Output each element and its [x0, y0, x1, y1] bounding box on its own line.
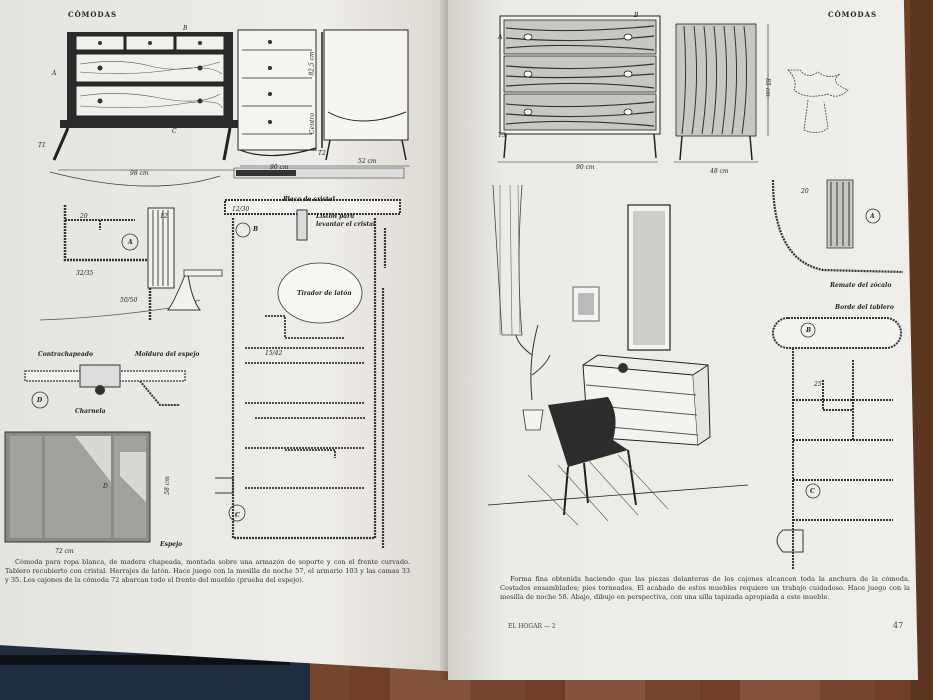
- label-contrachapeado: Contrachapeado: [38, 351, 93, 358]
- label-b-top: B: [634, 12, 639, 19]
- page-number: 47: [893, 621, 904, 630]
- label-height-85: 85 cm: [763, 78, 771, 97]
- label-dim-32-35: 32/35: [76, 270, 94, 277]
- detail-d-drawing: [24, 364, 186, 409]
- dresser-front-elevation: [49, 29, 410, 187]
- label-detail-c-left: C: [235, 512, 240, 519]
- label-t2: T2: [318, 150, 326, 157]
- detail-a-drawing: [39, 205, 201, 321]
- label-width-72: 72 cm: [55, 548, 74, 555]
- right-page-footer: EL HOGAR — 2: [508, 623, 556, 630]
- label-centro: Centro: [308, 113, 316, 134]
- label-width-98: 98 cm: [130, 170, 149, 177]
- label-borde: Borde del tablero: [835, 304, 894, 311]
- label-dim-25: 25: [814, 381, 822, 388]
- mirror-drawing: [4, 431, 151, 543]
- label-detail-b-right: B: [806, 327, 812, 334]
- label-height-82: 82,5 cm: [308, 51, 316, 76]
- label-placa-cristal: Placa de cristal: [283, 196, 335, 203]
- label-detail-a-right: A: [870, 213, 875, 220]
- label-width-90-right: 90 cm: [576, 164, 595, 171]
- label-dim-20-right: 20: [801, 188, 809, 195]
- label-dim-50-50: 50/50: [120, 297, 138, 304]
- label-detail-c-right: C: [810, 488, 815, 495]
- left-page-header: CÓMODAS: [68, 10, 118, 19]
- label-depth-52: 52 cm: [358, 158, 377, 165]
- label-t3: T3: [498, 132, 506, 139]
- label-t1: T1: [38, 142, 46, 149]
- label-b-front: B: [183, 25, 188, 32]
- label-a-front: A: [52, 70, 57, 77]
- right-details-drawing: [771, 179, 904, 570]
- label-a-top: A: [498, 34, 503, 41]
- label-width-90: 90 cm: [270, 164, 289, 171]
- label-liston: Listón para levantar el cristal: [316, 213, 376, 228]
- room-perspective-drawing: [487, 184, 749, 526]
- label-dim-12-30: 12/30: [232, 206, 250, 213]
- label-dim-15-42: 15/42: [265, 350, 283, 357]
- label-dim-12: 12: [160, 213, 168, 220]
- label-dim-20-left: 20: [80, 213, 88, 220]
- label-detail-b-left: B: [253, 226, 259, 233]
- label-height-58: 58 cm: [163, 476, 171, 495]
- label-espejo: Espejo: [160, 541, 183, 548]
- dresser-t3-elevation: [498, 15, 849, 163]
- left-page-caption: Cómoda para ropa blanca, de madera chape…: [5, 558, 410, 584]
- label-detail-d-mirror: D: [103, 483, 108, 490]
- book-cover-stripe: [0, 655, 290, 665]
- label-detail-d: D: [37, 397, 43, 404]
- label-moldura: Moldura del espejo: [135, 351, 200, 358]
- right-page-caption: Forma fina obtenida haciendo que las pie…: [500, 575, 910, 601]
- label-charnela: Charnela: [75, 408, 106, 415]
- label-detail-a: A: [128, 239, 133, 246]
- detail-plan-drawing: [215, 199, 401, 548]
- label-c-front: C: [172, 128, 177, 135]
- label-depth-48: 48 cm: [710, 168, 729, 175]
- table-edge-right: [910, 0, 933, 700]
- label-tirador: Tirador de latón: [297, 290, 352, 297]
- handle-profile-drawing: [167, 269, 223, 311]
- right-page-header: CÓMODAS: [828, 10, 878, 19]
- left-page: CÓMODAS T1 T2 A B C 98 cm: [0, 0, 460, 672]
- label-remate: Remate del zócalo: [830, 282, 892, 289]
- right-page: CÓMODAS A B T3 85 cm 90 cm 48 cm: [448, 0, 918, 680]
